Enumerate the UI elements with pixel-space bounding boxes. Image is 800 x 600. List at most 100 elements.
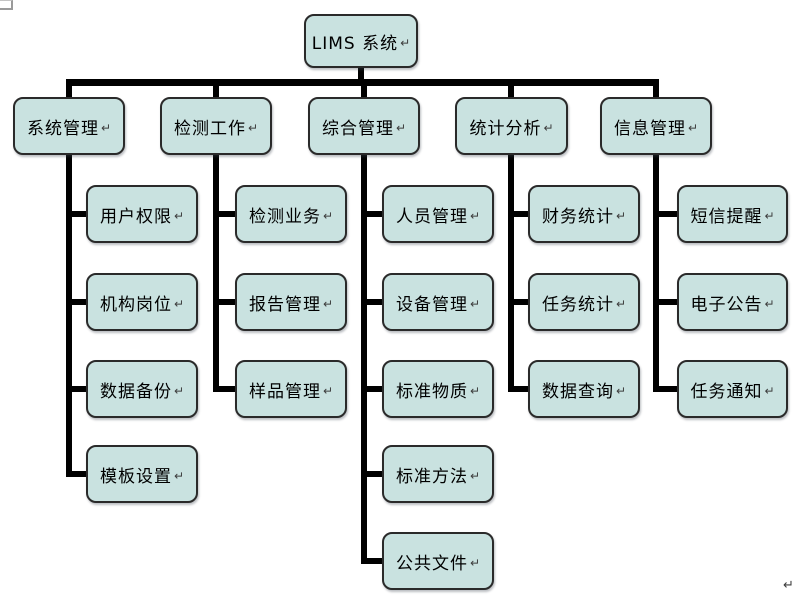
branch-node-system-management: 系统管理↵ [13, 97, 125, 155]
child-node-label: 电子公告 [690, 294, 763, 315]
paragraph-mark-icon: ↵ [469, 384, 481, 398]
paragraph-mark-icon: ↵ [764, 384, 775, 398]
connector-drop-branch-2 [213, 84, 219, 99]
paragraph-mark-icon: ↵ [469, 556, 481, 570]
paragraph-mark-icon: ↵ [764, 297, 775, 311]
connector-drop-branch-1 [66, 84, 72, 99]
child-node-electronic-bulletin: 电子公告↵ [677, 273, 788, 331]
branch-node-comprehensive-management: 综合管理↵ [308, 97, 420, 155]
child-node-label: 设备管理 [395, 294, 468, 315]
child-node-task-notification: 任务通知↵ [677, 360, 788, 418]
connector-stub-c2-r1 [213, 211, 239, 217]
connector-stub-c3-r2 [361, 299, 386, 305]
connector-stub-c4-r3 [508, 386, 532, 392]
child-node-label: 财务统计 [541, 206, 614, 227]
child-node-public-documents: 公共文件↵ [382, 532, 494, 590]
child-node-label: 数据查询 [541, 381, 614, 402]
paragraph-mark-icon: ↵ [615, 209, 627, 223]
connector-stub-c1-r2 [66, 299, 90, 305]
child-node-label: 任务通知 [690, 381, 763, 402]
branch-node-label: 信息管理 [613, 118, 686, 139]
paragraph-mark-icon: ↵ [469, 469, 481, 483]
paragraph-mark-icon: ↵ [100, 121, 112, 135]
paragraph-mark-icon: ↵ [173, 384, 185, 398]
connector-trunk-col-2 [213, 153, 219, 392]
child-node-report-management: 报告管理↵ [235, 273, 347, 331]
branch-node-statistical-analysis: 统计分析↵ [455, 97, 568, 155]
connector-stub-c4-r2 [508, 299, 532, 305]
branch-node-label: 检测工作 [173, 118, 246, 139]
connector-trunk-col-4 [508, 153, 514, 392]
child-node-label: 标准方法 [395, 466, 468, 487]
connector-stub-c4-r1 [508, 211, 532, 217]
child-node-sms-reminder: 短信提醒↵ [677, 185, 788, 243]
corner-artifact-mark [0, 0, 13, 10]
child-node-label: 人员管理 [395, 206, 468, 227]
child-node-organization-positions: 机构岗位↵ [86, 273, 198, 331]
paragraph-mark-icon: ↵ [173, 469, 185, 483]
root-node-label: LIMS 系统 [311, 33, 399, 54]
stray-paragraph-mark-icon: ↵ [783, 578, 794, 593]
child-node-equipment-management: 设备管理↵ [382, 273, 494, 331]
child-node-label: 报告管理 [248, 294, 321, 315]
paragraph-mark-icon: ↵ [764, 209, 775, 223]
root-node-lims-system: LIMS 系统↵ [304, 14, 418, 68]
paragraph-mark-icon: ↵ [322, 384, 334, 398]
connector-trunk-col-3 [361, 153, 367, 564]
child-node-standard-substances: 标准物质↵ [382, 360, 494, 418]
connector-stub-c3-r3 [361, 386, 386, 392]
connector-stub-c3-r5 [361, 558, 386, 564]
child-node-financial-statistics: 财务统计↵ [528, 185, 640, 243]
connector-stub-c1-r1 [66, 211, 90, 217]
paragraph-mark-icon: ↵ [615, 384, 627, 398]
connector-root-drop [358, 64, 364, 81]
paragraph-mark-icon: ↵ [469, 297, 481, 311]
connector-drop-branch-5 [653, 84, 659, 99]
child-node-label: 标准物质 [395, 381, 468, 402]
connector-drop-branch-4 [508, 84, 514, 99]
paragraph-mark-icon: ↵ [173, 209, 185, 223]
child-node-label: 模板设置 [99, 466, 172, 487]
child-node-label: 用户权限 [99, 206, 172, 227]
paragraph-mark-icon: ↵ [543, 121, 554, 135]
child-node-testing-business: 检测业务↵ [235, 185, 347, 243]
paragraph-mark-icon: ↵ [322, 209, 334, 223]
connector-trunk-col-1 [66, 153, 72, 477]
connector-stub-c3-r4 [361, 471, 386, 477]
child-node-user-permissions: 用户权限↵ [86, 185, 198, 243]
paragraph-mark-icon: ↵ [322, 297, 334, 311]
branch-node-label: 综合管理 [321, 118, 394, 139]
child-node-data-query: 数据查询↵ [528, 360, 640, 418]
connector-stub-c5-r3 [653, 386, 681, 392]
connector-stub-c5-r2 [653, 299, 681, 305]
branch-node-information-management: 信息管理↵ [600, 97, 712, 155]
connector-stub-c1-r3 [66, 386, 90, 392]
child-node-personnel-management: 人员管理↵ [382, 185, 494, 243]
child-node-label: 短信提醒 [690, 206, 763, 227]
child-node-sample-management: 样品管理↵ [235, 360, 347, 418]
connector-stub-c3-r1 [361, 211, 386, 217]
paragraph-mark-icon: ↵ [173, 297, 185, 311]
paragraph-mark-icon: ↵ [395, 121, 407, 135]
connector-stub-c2-r3 [213, 386, 239, 392]
child-node-data-backup: 数据备份↵ [86, 360, 198, 418]
paragraph-mark-icon: ↵ [687, 121, 699, 135]
branch-node-label: 系统管理 [26, 118, 99, 139]
paragraph-mark-icon: ↵ [400, 36, 411, 50]
paragraph-mark-icon: ↵ [247, 121, 259, 135]
connector-stub-c1-r4 [66, 471, 90, 477]
child-node-template-settings: 模板设置↵ [86, 445, 198, 503]
child-node-label: 公共文件 [395, 553, 468, 574]
child-node-label: 样品管理 [248, 381, 321, 402]
connector-top-bus [66, 79, 659, 86]
branch-node-label: 统计分析 [469, 118, 542, 139]
child-node-label: 任务统计 [541, 294, 614, 315]
connector-stub-c2-r2 [213, 299, 239, 305]
child-node-label: 检测业务 [248, 206, 321, 227]
child-node-task-statistics: 任务统计↵ [528, 273, 640, 331]
paragraph-mark-icon: ↵ [615, 297, 627, 311]
child-node-label: 数据备份 [99, 381, 172, 402]
child-node-standard-methods: 标准方法↵ [382, 445, 494, 503]
branch-node-testing-work: 检测工作↵ [160, 97, 272, 155]
